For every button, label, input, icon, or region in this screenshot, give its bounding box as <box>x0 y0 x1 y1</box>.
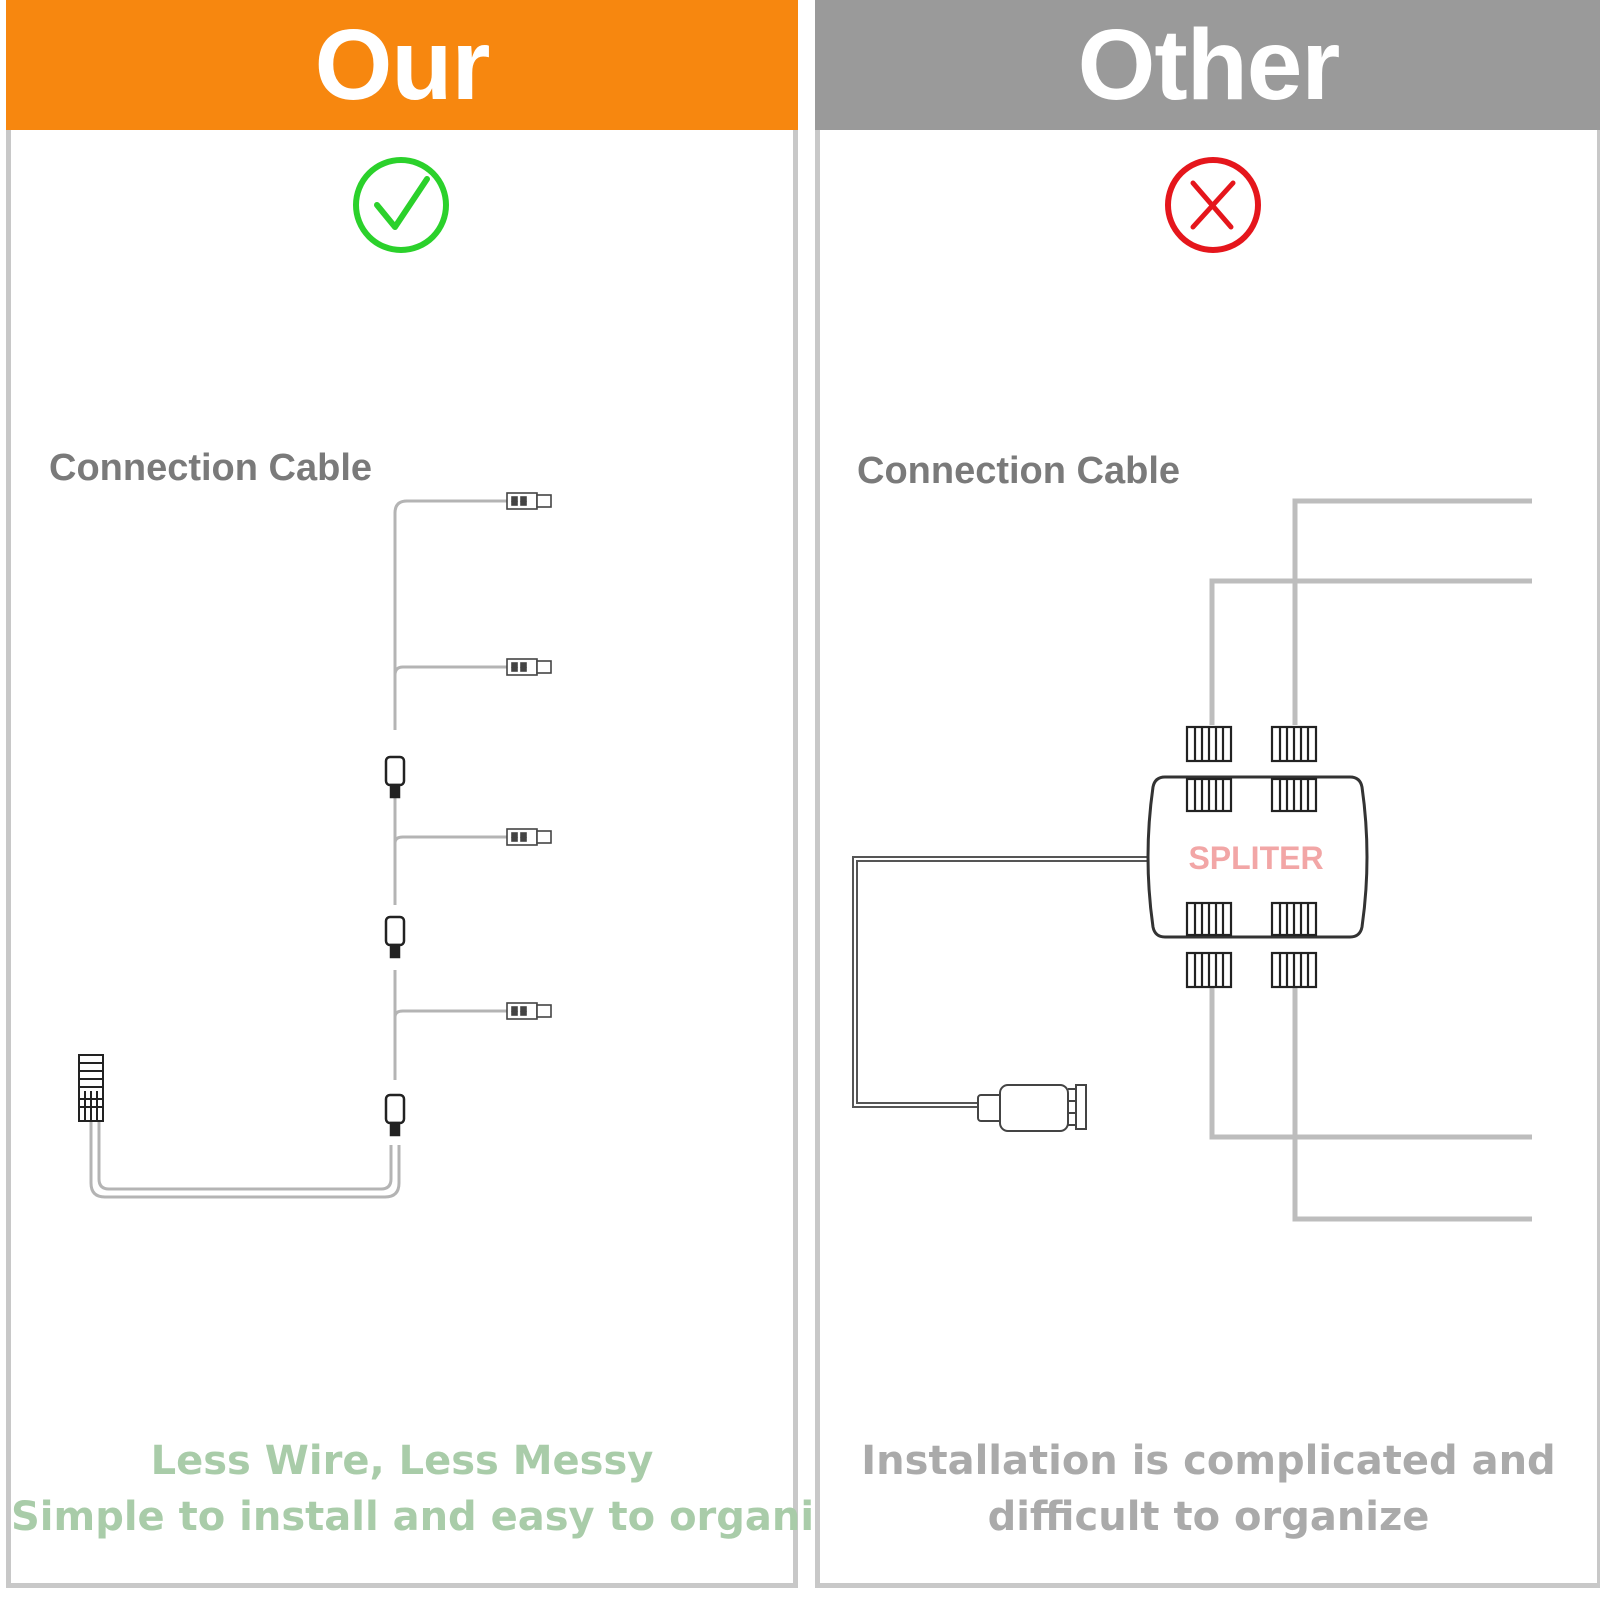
other-input-plug <box>977 1084 1087 1132</box>
check-icon <box>353 157 449 253</box>
our-junction-connectors <box>384 755 406 1137</box>
other-header: Other <box>815 0 1600 130</box>
our-panel: Our Connection Cable <box>6 0 880 1588</box>
our-caption-line2: Simple to install and easy to organize. <box>11 1494 880 1540</box>
splitter-label: SPLITER <box>1188 840 1323 876</box>
splitter-body <box>1146 775 1369 939</box>
splitter-ports <box>1185 725 1318 989</box>
other-connection-cable-label: Connection Cable <box>857 450 1181 492</box>
our-plug <box>78 1054 104 1122</box>
other-caption-line2: difficult to organize <box>987 1494 1430 1540</box>
other-caption-line1: Installation is complicated and <box>861 1438 1556 1484</box>
our-header-title: Our <box>314 8 491 121</box>
our-header: Our <box>6 0 798 130</box>
other-header-title: Other <box>1077 8 1341 121</box>
our-cable-diagram <box>78 492 552 1199</box>
our-connection-cable-label: Connection Cable <box>49 447 373 489</box>
other-panel: Other Connection Cable SPLITER <box>815 0 1600 1588</box>
our-caption: Less Wire, Less Messy Simple to install … <box>11 1433 880 1545</box>
other-cable-diagram: SPLITER <box>852 498 1532 1222</box>
our-end-connectors <box>506 492 552 1020</box>
our-caption-line1: Less Wire, Less Messy <box>150 1438 654 1484</box>
cross-icon <box>1165 157 1261 253</box>
other-caption: Installation is complicated and difficul… <box>820 1433 1597 1545</box>
